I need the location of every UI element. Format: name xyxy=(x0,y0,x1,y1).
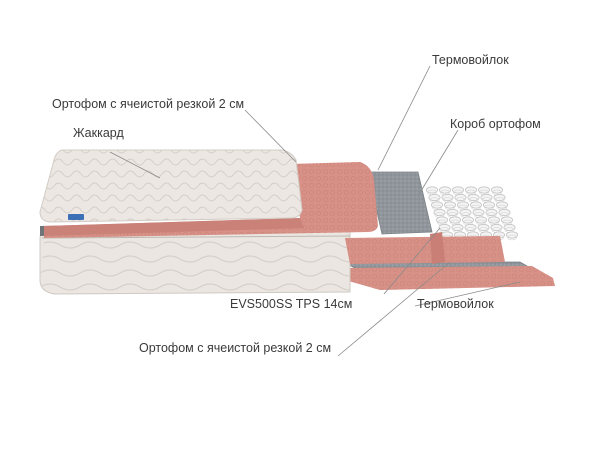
label-termovoilok-bottom: Термовойлок xyxy=(417,297,494,311)
leader-lines xyxy=(109,65,521,357)
spring-block xyxy=(425,186,518,241)
spring-coil-inner xyxy=(507,234,517,241)
top-felt-layer xyxy=(367,171,433,235)
label-zhakkard: Жаккард xyxy=(73,126,124,140)
leader-springs xyxy=(383,227,441,295)
leader-zhakkard xyxy=(109,151,161,179)
leader-ortofom-top xyxy=(244,109,297,163)
label-ortofom-top: Ортофом с ячеистой резкой 2 см xyxy=(52,97,245,111)
label-termovoilok-top: Термовойлок xyxy=(432,53,509,67)
leader-termovoilok-bottom xyxy=(414,281,521,307)
ortofom-box xyxy=(345,232,505,264)
brand-tag-icon xyxy=(68,214,84,220)
mattress-base xyxy=(39,227,351,295)
bottom-ortofom-layer xyxy=(345,266,555,290)
label-korob: Короб ортофом xyxy=(450,117,541,131)
label-springs: EVS500SS TPS 14см xyxy=(230,297,353,311)
leader-ortofom-bottom xyxy=(337,261,451,357)
leader-termovoilok-top xyxy=(377,65,431,171)
leader-korob xyxy=(417,129,459,197)
label-ortofom-bottom: Ортофом с ячеистой резкой 2 см xyxy=(139,341,332,355)
jacquard-cover xyxy=(39,149,303,223)
